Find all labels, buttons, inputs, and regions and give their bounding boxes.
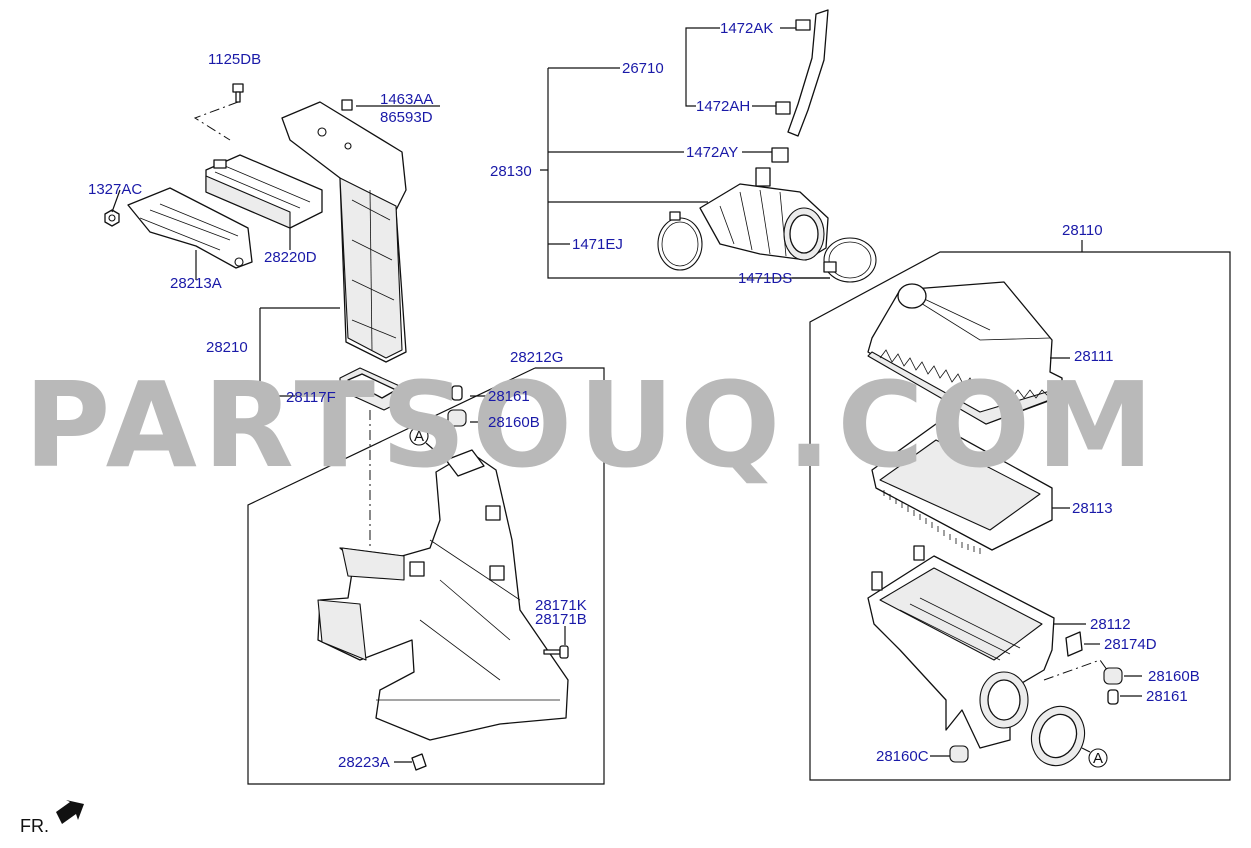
label-28212G[interactable]: 28212G <box>510 349 563 366</box>
clip-1472AY <box>771 147 789 163</box>
breather-hose-26710 <box>775 9 829 137</box>
grommet-28160B-right <box>1103 667 1123 685</box>
label-1125DB[interactable]: 1125DB <box>208 51 261 68</box>
svg-text:A: A <box>1093 750 1103 767</box>
bracket-28213A <box>127 187 253 269</box>
label-28171K[interactable]: 28171K <box>535 597 587 614</box>
label-28160C[interactable]: 28160C <box>876 748 929 765</box>
label-28171B[interactable]: 28171B <box>535 611 587 628</box>
cover-28111 <box>867 281 1063 425</box>
grommet-28160B-left <box>447 409 467 427</box>
front-direction-indicator: FR. <box>20 800 84 836</box>
label-1463AA[interactable]: 1463AA <box>380 91 433 108</box>
bolt-1125DB <box>232 83 244 103</box>
label-1327AC[interactable]: 1327AC <box>88 181 142 198</box>
resonator-28220D <box>205 154 323 229</box>
marker-a-right: A <box>1088 748 1108 768</box>
label-28110[interactable]: 28110 <box>1062 222 1103 239</box>
label-86593D[interactable]: 86593D <box>380 109 433 126</box>
label-1472AK[interactable]: 1472AK <box>720 20 773 37</box>
label-28174D[interactable]: 28174D <box>1104 636 1157 653</box>
svg-text:A: A <box>414 428 424 445</box>
air-hose-28130 <box>699 167 829 261</box>
grommet-28160C <box>949 745 969 763</box>
lower-body-28112 <box>867 545 1055 749</box>
label-28161-right[interactable]: 28161 <box>1146 688 1188 705</box>
label-28111[interactable]: 28111 <box>1074 348 1114 365</box>
label-1471DS[interactable]: 1471DS <box>738 270 792 287</box>
label-28223A[interactable]: 28223A <box>338 754 390 771</box>
label-28213A[interactable]: 28213A <box>170 275 222 292</box>
label-26710[interactable]: 26710 <box>622 60 664 77</box>
seal-28117F <box>339 367 405 411</box>
filter-28113 <box>871 423 1053 554</box>
label-28130[interactable]: 28130 <box>490 163 532 180</box>
clip-28174D <box>1065 631 1083 657</box>
label-1472AY[interactable]: 1472AY <box>686 144 738 161</box>
label-28112[interactable]: 28112 <box>1090 616 1131 633</box>
label-28117F[interactable]: 28117F <box>286 389 336 406</box>
clip-1463AA <box>341 99 353 111</box>
fr-label: FR. <box>20 816 49 836</box>
label-1472AH[interactable]: 1472AH <box>696 98 750 115</box>
label-1471EJ[interactable]: 1471EJ <box>572 236 623 253</box>
label-28160B-right[interactable]: 28160B <box>1148 668 1200 685</box>
clamp-1471DS <box>823 237 877 283</box>
watermark: PARTSOUQ.COM <box>24 356 1160 494</box>
label-28220D[interactable]: 28220D <box>264 249 317 266</box>
intake-duct-28210 <box>281 101 407 363</box>
clamp-1471EJ <box>657 211 703 271</box>
label-28210[interactable]: 28210 <box>206 339 248 356</box>
grommet-28161-right <box>1107 689 1119 705</box>
marker-a-left: A <box>409 426 429 446</box>
bolt-28171 <box>543 645 569 659</box>
clip-28223A <box>411 753 427 771</box>
nut-1327AC <box>104 209 120 227</box>
front-arrow-icon <box>56 800 84 824</box>
label-28160B-left[interactable]: 28160B <box>488 414 540 431</box>
label-28161-left[interactable]: 28161 <box>488 388 530 405</box>
grommet-28161-left <box>451 385 463 401</box>
lower-duct-28212G <box>317 449 569 741</box>
label-28113[interactable]: 28113 <box>1072 500 1113 517</box>
adapter-ring <box>1030 705 1086 767</box>
